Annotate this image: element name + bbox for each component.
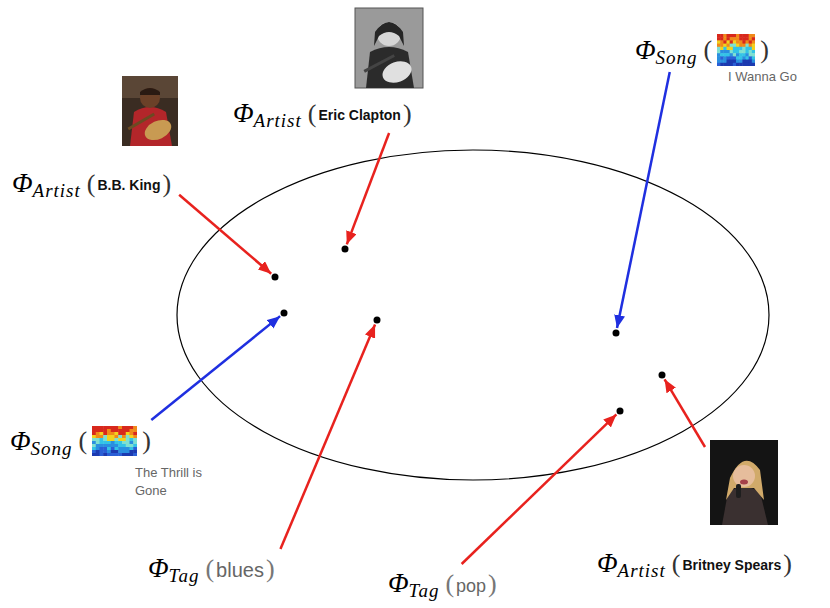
phi-symbol: Φ [233,100,254,127]
embedding-subscript: Song [31,439,73,458]
artist-name: Eric Clapton [318,108,400,122]
parenthesis: ( [308,101,317,127]
parenthesis: ) [783,551,792,577]
spectrogram-image [717,34,755,66]
pointer-arrow [280,325,375,549]
parenthesis: ( [87,171,96,197]
label-group: ΦArtist (Britney Spears) [597,550,794,577]
parenthesis: ) [403,101,412,127]
label-group: ΦTag (pop) [388,570,499,597]
embedding-point [272,246,666,415]
parenthesis: ( [672,551,681,577]
parenthesis: ) [162,171,171,197]
embedding-subscript: Artist [618,561,666,580]
parenthesis: ( [704,37,713,63]
pointer-arrow [151,316,280,420]
artist-photo [122,76,178,146]
phi-symbol: Φ [388,570,409,597]
spectrogram [717,34,755,66]
parenthesis: ) [488,571,497,597]
label-group: ΦSong () [10,426,153,456]
embedding-space [177,150,769,480]
artist-name: B.B. King [97,178,160,192]
pointer-arrow [665,379,705,447]
artist-photo [355,8,423,88]
label-group: ΦArtist (Eric Clapton) [233,100,414,127]
spectrogram-image [92,426,137,456]
parenthesis: ) [142,428,151,454]
label-group: ΦTag (blues) [148,555,277,582]
spectrogram [92,426,137,456]
pointer-arrow [617,72,670,328]
embedding-subscript: Song [656,48,698,67]
label-group: ΦArtist (B.B. King) [12,170,173,197]
tag-word: pop [456,577,486,595]
phi-symbol: Φ [10,428,31,455]
pointer-arrow [462,414,617,564]
label-group: ΦSong () [635,34,771,66]
pointer-arrow [347,133,389,244]
phi-symbol: Φ [597,550,618,577]
embedding-subscript: Artist [254,111,302,130]
phi-symbol: Φ [635,37,656,64]
artist-name: Britney Spears [682,558,781,572]
artist-photo [710,440,778,525]
pointer-arrow [179,195,271,274]
parenthesis: ) [760,37,769,63]
song-title: I Wanna Go [728,68,797,86]
embedding-subscript: Tag [169,566,200,585]
song-title: The Thrill is Gone [135,464,217,499]
parenthesis: ( [445,571,454,597]
tag-word: blues [216,560,264,580]
phi-symbol: Φ [148,555,169,582]
parenthesis: ) [266,556,275,582]
embedding-subscript: Artist [33,181,81,200]
embedding-subscript: Tag [409,581,440,600]
label-group: The Thrill is Gone [135,464,217,499]
phi-symbol: Φ [12,170,33,197]
parenthesis: ( [205,556,214,582]
parenthesis: ( [79,428,88,454]
label-group: I Wanna Go [728,68,797,86]
